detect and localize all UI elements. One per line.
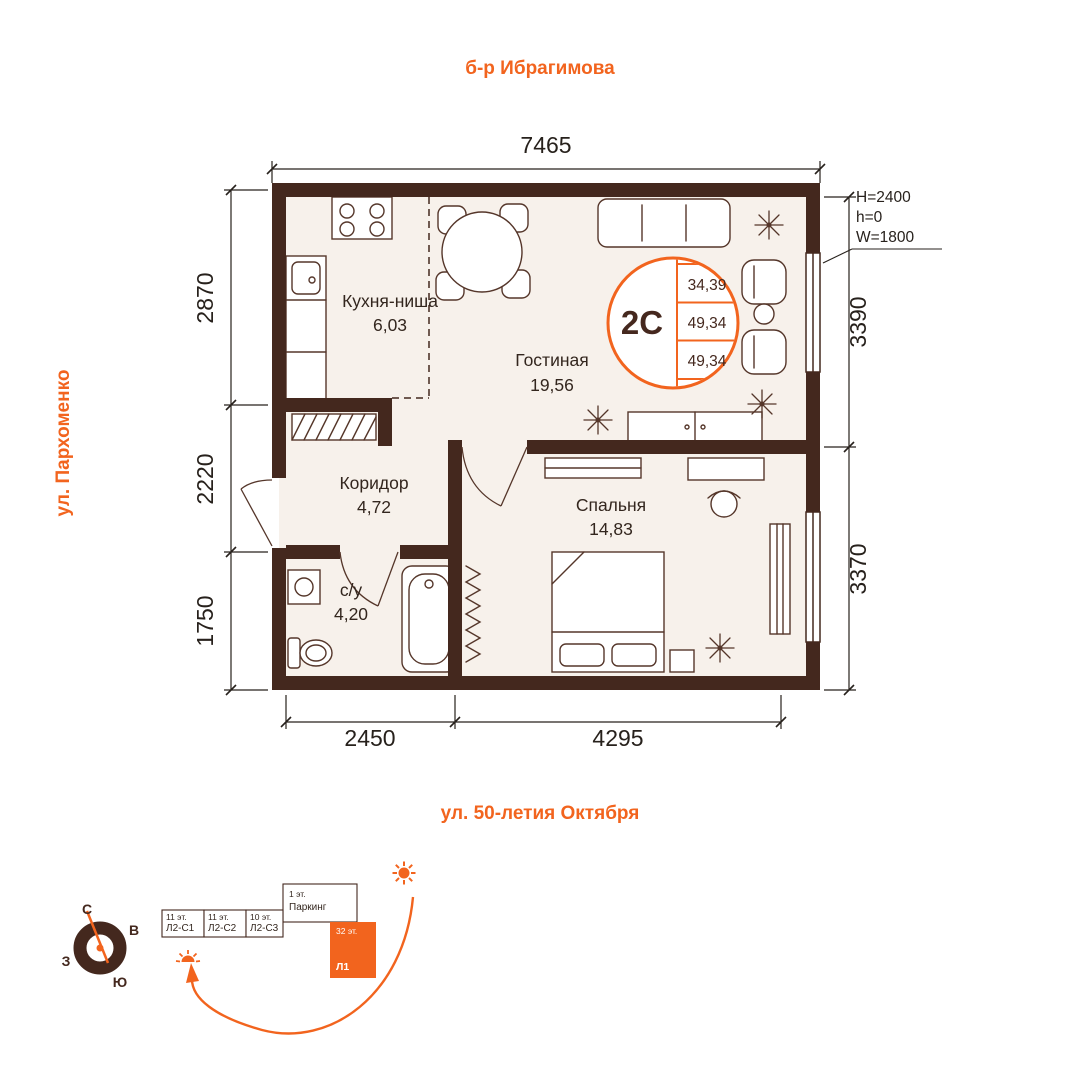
dim-bottom-label: 2450 — [344, 725, 395, 751]
dining-table-with-chairs — [435, 203, 531, 301]
room-label-bathroom-name: с/у — [340, 580, 363, 600]
bed — [551, 551, 665, 673]
site-plan: С В З Ю 1 эт. Паркинг 11 эт. Л2-С1 11 эт… — [62, 860, 417, 1035]
badge-circle — [606, 256, 740, 390]
badge-area-row: 49,34 — [688, 315, 727, 332]
nightstand — [669, 649, 695, 673]
building-parking-name: Паркинг — [289, 902, 327, 913]
street-label-left: ул. Пархоменко — [53, 370, 74, 517]
desk-with-office-chair — [687, 457, 765, 518]
plant-icon — [583, 405, 613, 435]
building-block-tower[interactable]: 11 эт. Л2-С2 — [203, 909, 247, 938]
dim-left-label: 2870 — [192, 272, 218, 323]
compass-letter-s: Ю — [113, 974, 127, 990]
side-table — [753, 303, 775, 325]
sideboard — [627, 411, 763, 443]
window-spec-height: H=2400 — [856, 189, 911, 206]
building-tower-floors: 11 эт. — [166, 912, 187, 922]
room-label-bedroom-area: 14,83 — [589, 519, 633, 539]
building-block-parking[interactable]: 1 эт. Паркинг — [282, 883, 358, 923]
apartment-type-badge: 2С 34,39 49,34 49,34 — [606, 256, 740, 390]
sofa — [597, 198, 731, 248]
room-label-corridor-area: 4,72 — [357, 497, 391, 517]
room-label-corridor-name: Коридор — [339, 473, 408, 493]
bedroom-window — [805, 511, 821, 643]
armchair — [741, 329, 787, 375]
room-labels: Кухня-ниша 6,03 Гостиная 19,56 Коридор 4… — [334, 291, 646, 624]
window-spec-leader-line — [822, 248, 942, 264]
doors — [240, 446, 528, 607]
dim-bottom-label: 4295 — [592, 725, 643, 751]
plant-icon — [754, 210, 784, 240]
armchair — [741, 259, 787, 305]
room-label-kitchen-area: 6,03 — [373, 315, 407, 335]
walls — [272, 183, 820, 690]
toilet — [287, 637, 333, 669]
building-tower-name: Л2-С2 — [208, 923, 237, 934]
building-tower-floors: 11 эт. — [208, 912, 229, 922]
building-tower-floors: 32 эт. — [336, 926, 357, 936]
radiator — [769, 523, 791, 635]
window-spec-annotation: H=2400 h=0 W=1800 — [822, 189, 942, 264]
badge-area-row: 49,34 — [688, 353, 727, 370]
kitchen-counter-sink — [285, 255, 327, 403]
building-block-tower[interactable]: 10 эт. Л2-С3 — [245, 909, 284, 938]
building-block-tower-highlighted[interactable]: 32 эт. Л1 — [330, 922, 376, 978]
room-label-living-area: 19,56 — [530, 375, 574, 395]
washbasin — [287, 569, 321, 605]
room-label-kitchen-name: Кухня-ниша — [342, 291, 438, 311]
dimension-labels: 7465 2870 2220 1750 3390 3370 2450 4295 — [192, 132, 871, 751]
stove — [331, 196, 393, 240]
entrance-door — [240, 479, 273, 547]
building-tower-name: Л1 — [336, 961, 349, 973]
windows — [805, 252, 821, 643]
street-label-bottom: ул. 50-летия Октября — [441, 803, 640, 824]
building-tower-name: Л2-С3 — [250, 923, 279, 934]
furniture-layer — [285, 196, 791, 673]
dim-left-label: 1750 — [192, 595, 218, 646]
dimension-lines — [224, 161, 856, 729]
dim-left-label: 2220 — [192, 453, 218, 504]
coat-wardrobe — [291, 413, 377, 441]
sunrise-icon — [175, 949, 201, 963]
room-label-bedroom-name: Спальня — [576, 495, 646, 515]
room-label-bathroom-area: 4,20 — [334, 604, 368, 624]
building-scheme: 1 эт. Паркинг 11 эт. Л2-С1 11 эт. Л2-С2 … — [161, 883, 376, 978]
zigzag-rack — [464, 565, 482, 663]
living-room-window — [805, 252, 821, 373]
compass-icon: С В З Ю — [62, 901, 139, 990]
building-tower-floors: 10 эт. — [250, 912, 271, 922]
street-label-top: б-р Ибрагимова — [465, 58, 615, 79]
building-tower-name: Л2-С1 — [166, 923, 195, 934]
room-label-living-name: Гостиная — [515, 350, 588, 370]
badge-area-row: 34,39 — [688, 277, 727, 294]
building-parking-floors: 1 эт. — [289, 889, 306, 899]
kitchen-zone-dashed-line — [392, 197, 430, 399]
building-block-tower[interactable]: 11 эт. Л2-С1 — [161, 909, 205, 938]
window-spec-sill: h=0 — [856, 209, 883, 226]
compass-letter-w: З — [62, 953, 71, 969]
dim-right-label: 3370 — [845, 543, 871, 594]
bathroom-door — [339, 551, 399, 607]
window-spec-width: W=1800 — [856, 229, 915, 246]
compass-letter-e: В — [129, 922, 139, 938]
rotation-arrow-icon — [186, 896, 415, 1035]
dim-right-label: 3390 — [845, 296, 871, 347]
sun-icon — [391, 860, 417, 886]
compass-letter-n: С — [82, 901, 92, 917]
sliding-wardrobe — [544, 457, 642, 479]
badge-type-label: 2С — [621, 304, 663, 341]
plant-icon — [705, 633, 735, 663]
bedroom-door — [461, 446, 528, 507]
bathtub — [401, 565, 457, 673]
dim-top-label: 7465 — [520, 132, 571, 158]
plant-icon — [747, 389, 777, 419]
